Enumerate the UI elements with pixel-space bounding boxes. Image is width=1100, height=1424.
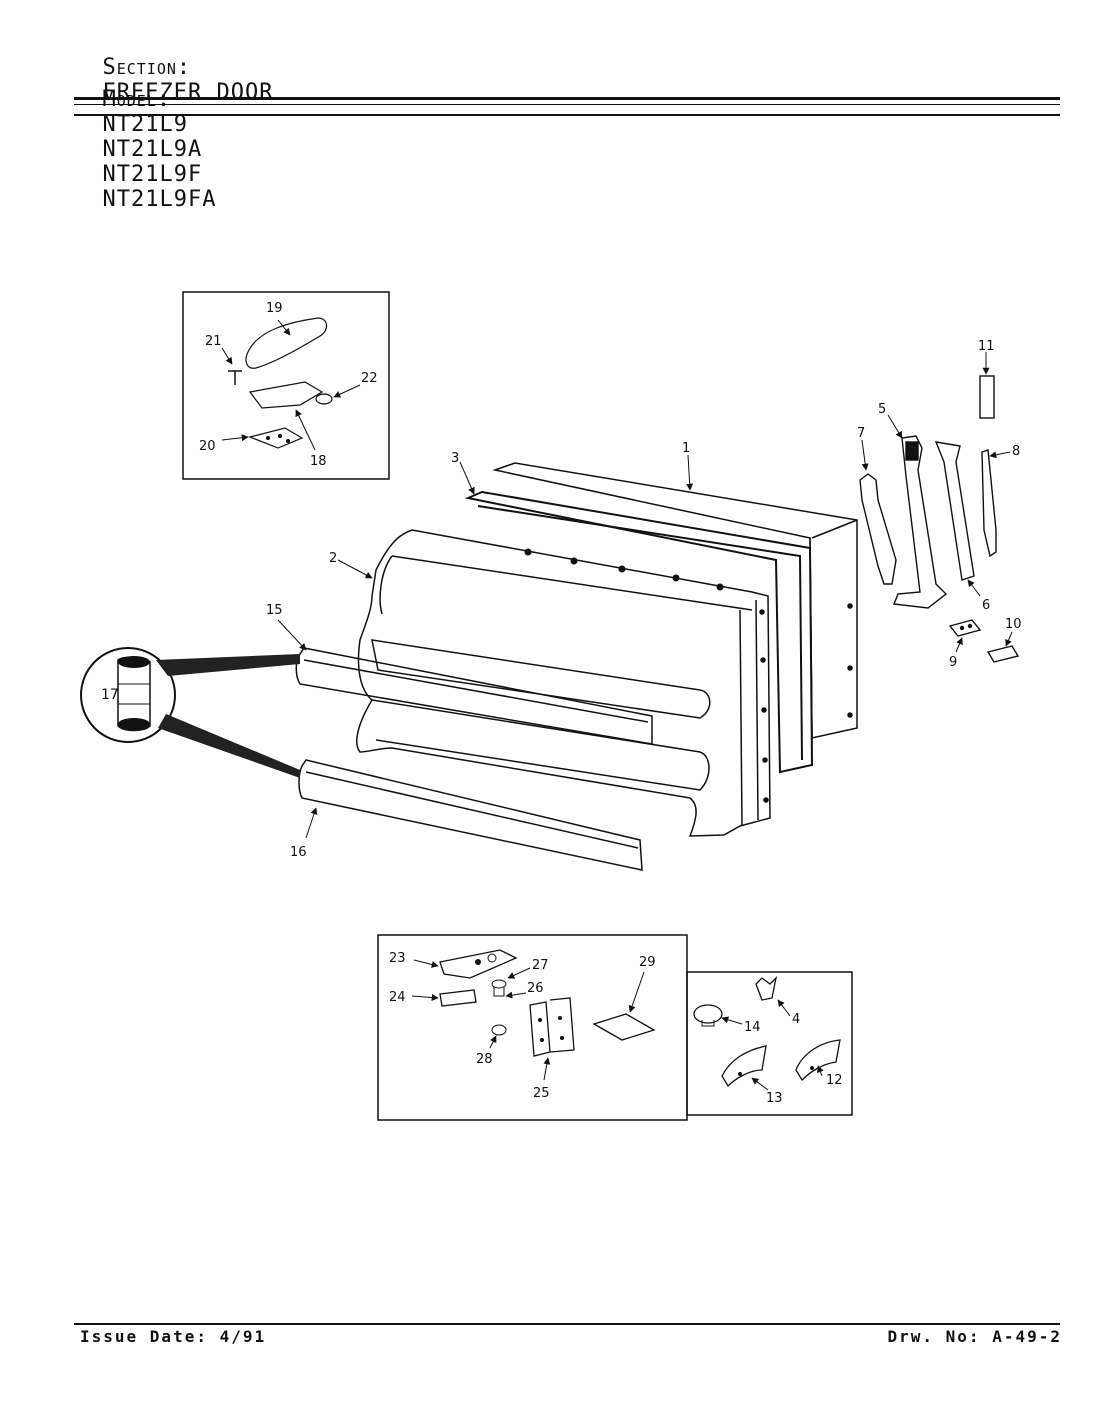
header-rule bbox=[74, 97, 1060, 100]
top-hinge-plate-part bbox=[439, 949, 518, 979]
door-shelf-bar-upper bbox=[295, 647, 653, 745]
hinge-pin-part bbox=[981, 449, 997, 558]
callout-10: 10 bbox=[1005, 617, 1022, 632]
callout-5: 5 bbox=[878, 402, 886, 417]
model-number: NT21L9 bbox=[102, 112, 188, 137]
door-stop-part bbox=[859, 473, 897, 585]
callout-29: 29 bbox=[639, 955, 656, 970]
callout-22: 22 bbox=[361, 371, 378, 386]
callout-9: 9 bbox=[949, 655, 957, 670]
callout-1: 1 bbox=[682, 441, 690, 456]
hinge-shim-part bbox=[439, 989, 477, 1007]
detail-circle-shelf-retainer bbox=[80, 647, 300, 778]
gasket-plate-part bbox=[248, 427, 304, 449]
callout-8: 8 bbox=[1012, 444, 1020, 459]
handle-insert-part bbox=[979, 375, 995, 419]
inset-box-handle-parts bbox=[182, 291, 390, 480]
issue-date: Issue Date: 4/91 bbox=[80, 1327, 267, 1346]
plug-button-part bbox=[693, 1004, 723, 1024]
screw-part bbox=[228, 370, 242, 385]
drawing-number: Drw. No: A-49-2 bbox=[887, 1327, 1062, 1346]
callout-12: 12 bbox=[826, 1073, 843, 1088]
callout-27: 27 bbox=[532, 958, 549, 973]
section-value: FREEZER DOOR bbox=[102, 80, 274, 105]
header-rule-lower bbox=[74, 114, 1060, 116]
callout-14: 14 bbox=[744, 1020, 761, 1035]
callout-24: 24 bbox=[389, 990, 406, 1005]
callout-23: 23 bbox=[389, 951, 406, 966]
section-label: Section: bbox=[102, 55, 192, 80]
door-gasket bbox=[464, 490, 814, 774]
callout-16: 16 bbox=[290, 845, 307, 860]
clip-nut-part bbox=[755, 976, 778, 1001]
small-parts-box bbox=[686, 971, 853, 1116]
door-shelf-bar-lower bbox=[298, 759, 643, 871]
model-number: NT21L9A bbox=[102, 137, 203, 162]
callout-26: 26 bbox=[527, 981, 544, 996]
footer-rule bbox=[74, 1323, 1060, 1325]
hinge-parts-right bbox=[859, 375, 1020, 663]
section-header: Section: FREEZER DOOR bbox=[74, 30, 295, 105]
callout-15: 15 bbox=[266, 603, 283, 618]
callout-17: 17 bbox=[101, 687, 119, 703]
hinge-kit-box bbox=[377, 934, 688, 1121]
callout-6: 6 bbox=[982, 598, 990, 613]
callout-11: 11 bbox=[978, 339, 995, 354]
door-cover-part bbox=[934, 441, 975, 581]
callout-20: 20 bbox=[199, 439, 216, 454]
callout-7: 7 bbox=[857, 426, 865, 441]
shim-part bbox=[948, 619, 982, 637]
callout-21: 21 bbox=[205, 334, 222, 349]
model-header: Model: NT21L9 NT21L9A NT21L9F NT21L9FA bbox=[74, 62, 238, 212]
callout-3: 3 bbox=[451, 451, 459, 466]
inner-door-liner bbox=[356, 529, 771, 837]
hinge-bracket-part bbox=[893, 435, 948, 609]
callout-4: 4 bbox=[792, 1012, 800, 1027]
header-rule-thin bbox=[74, 104, 1060, 105]
callout-2: 2 bbox=[329, 551, 337, 566]
callout-28: 28 bbox=[476, 1052, 493, 1067]
bottom-hinge-part bbox=[529, 997, 575, 1057]
callout-18: 18 bbox=[310, 454, 327, 469]
handle-bracket-part bbox=[248, 381, 324, 409]
callout-19: 19 bbox=[266, 301, 283, 316]
plug-part bbox=[315, 393, 333, 405]
callout-25: 25 bbox=[533, 1086, 550, 1101]
spacer-part bbox=[986, 645, 1020, 663]
handle-trim-part bbox=[245, 317, 328, 369]
retainer-clip-right-part bbox=[795, 1039, 841, 1082]
model-number: NT21L9F bbox=[102, 162, 203, 187]
model-number: NT21L9FA bbox=[102, 187, 217, 212]
washer-part bbox=[491, 1024, 507, 1036]
callout-13: 13 bbox=[766, 1091, 783, 1106]
hinge-cover-part bbox=[592, 1013, 656, 1041]
retainer-clip-left-part bbox=[721, 1045, 767, 1088]
